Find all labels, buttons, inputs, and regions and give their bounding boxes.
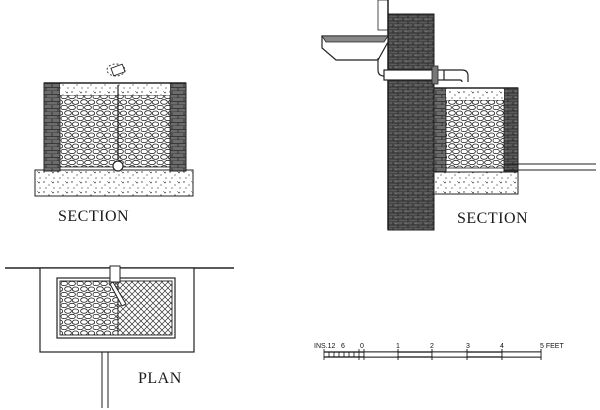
right-tank-wall-left [433,87,447,173]
scale-label-3: 3 [466,343,470,350]
scale-label-5-feet: 5 FEET [540,343,564,350]
plan-drawing [5,265,234,408]
outlet-pipe [504,163,596,171]
plan-caption: PLAN [138,370,182,388]
scale-label-ins12: INS.12 [314,343,336,350]
right-tank-wall-right [503,87,519,173]
scale-bar: INS.12 6 0 1 2 3 4 5 FEET [314,343,564,360]
left-section-drawing [34,63,194,197]
plan-filter-chamber [117,280,173,336]
left-drain-pipe [112,160,124,172]
right-section-caption-text: SECTION [457,210,529,227]
plan-caption-text: PLAN [138,370,182,387]
left-pebble-fill [59,94,171,168]
scale-label-4: 4 [500,343,504,350]
right-section-caption: SECTION [457,210,528,228]
scale-label-1: 1 [396,343,400,350]
left-inlet-marker [106,63,126,77]
scale-label-6: 6 [341,343,345,350]
plan-pebble-chamber [59,280,119,336]
left-gravel-bed [34,169,194,197]
building-wall [387,13,435,231]
right-pebble-fill [445,99,505,169]
plan-inlet-pipe [109,265,121,283]
left-brick-wall-left [43,82,61,172]
left-brick-wall-right [169,82,187,172]
scale-label-2: 2 [430,343,434,350]
left-section-caption-text: SECTION [58,208,130,225]
scale-label-0: 0 [360,343,364,350]
right-section-drawing [321,0,596,231]
left-section-caption: SECTION [58,208,129,226]
right-gravel-bed [433,171,519,195]
